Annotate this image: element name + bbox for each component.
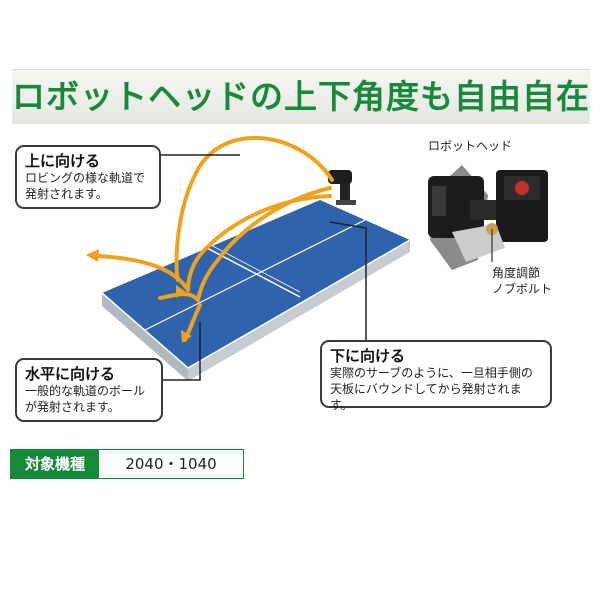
callout-down-body: 実際のサーブのように、一旦相手側の 天板にバウンドしてから発射されます。 (330, 366, 533, 412)
arrow-left-icon (86, 249, 99, 262)
target-models-label: 対象機種 (11, 450, 99, 478)
target-models: 対象機種 2040・1040 (10, 449, 244, 479)
callout-down-heading: 下に向ける (330, 347, 406, 365)
page-title: ロボットヘッドの上下角度も自由自在 (12, 77, 590, 116)
robot-head-photo (428, 165, 548, 270)
callout-horizontal-body: 一般的な軌道のボール が発射されます。 (25, 384, 146, 414)
knob-label: 角度調節 ノブボルト (492, 266, 553, 296)
leader-line-down (329, 221, 367, 340)
callout-horizontal-heading: 水平に向ける (25, 365, 116, 383)
arrow-down-icon (176, 285, 186, 298)
title-band: ロボットヘッドの上下角度も自由自在 (12, 69, 590, 124)
arrow-down-icon (181, 330, 192, 343)
callout-horizontal: 水平に向ける 一般的な軌道のボール が発射されます。 (15, 358, 163, 422)
robot-head-label: ロボットヘッド (428, 139, 513, 153)
callout-up-body: ロビングの様な軌道で 発射されます。 (25, 171, 146, 201)
callout-up-heading: 上に向ける (25, 152, 101, 170)
target-models-value: 2040・1040 (125, 455, 217, 473)
robot-machine-icon (328, 170, 356, 205)
leader-line-horizontal (162, 322, 201, 381)
callout-down: 下に向ける 実際のサーブのように、一旦相手側の 天板にバウンドしてから発射されま… (320, 340, 552, 412)
callout-up: 上に向ける ロビングの様な軌道で 発射されます。 (15, 145, 161, 209)
ping-pong-table (101, 200, 411, 381)
